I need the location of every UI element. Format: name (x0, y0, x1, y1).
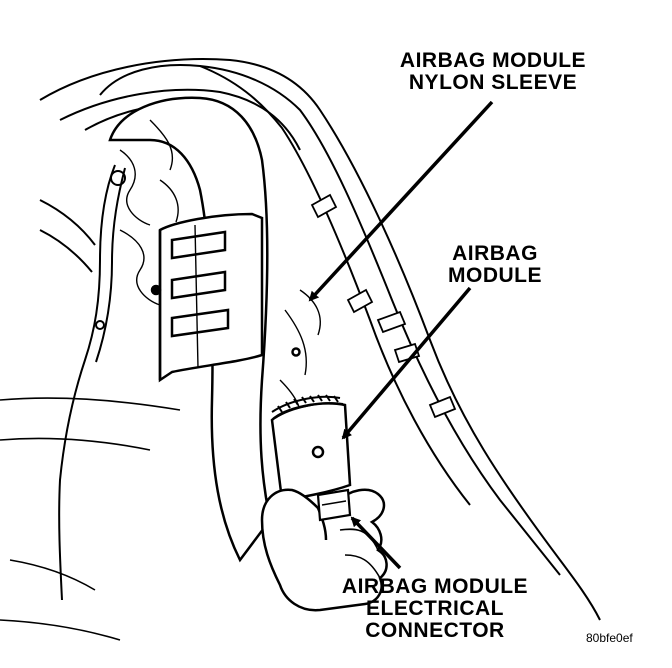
electrical-connector (316, 488, 352, 522)
label-line: AIRBAG (452, 242, 538, 265)
nylon-sleeve-band (271, 394, 344, 419)
arrow-electrical-connector (350, 516, 402, 570)
label-airbag-module-nylon-sleeve: AIRBAG MODULE NYLON SLEEVE (378, 50, 608, 94)
figure-reference-id: 80bfe0ef (586, 631, 633, 645)
label-airbag-module: AIRBAG MODULE (430, 243, 560, 287)
seat-back-shell (39, 58, 601, 621)
label-line: AIRBAG MODULE (399, 49, 587, 72)
trim-clips (310, 193, 457, 419)
leader-arrows (308, 100, 494, 570)
label-airbag-module-electrical-connector: AIRBAG MODULE ELECTRICAL CONNECTOR (330, 576, 540, 642)
label-line: NYLON SLEEVE (408, 71, 578, 94)
mounting-bracket (150, 212, 264, 383)
seat-cushion (0, 397, 181, 641)
label-line: CONNECTOR (365, 619, 505, 642)
label-line: AIRBAG MODULE (341, 575, 529, 598)
arrow-airbag-module (341, 286, 472, 440)
airbag-module-housing (270, 347, 352, 502)
label-line: MODULE (448, 264, 542, 287)
label-line: ELECTRICAL (366, 597, 504, 620)
arrow-nylon-sleeve (308, 100, 494, 302)
seat-frame (39, 164, 126, 601)
